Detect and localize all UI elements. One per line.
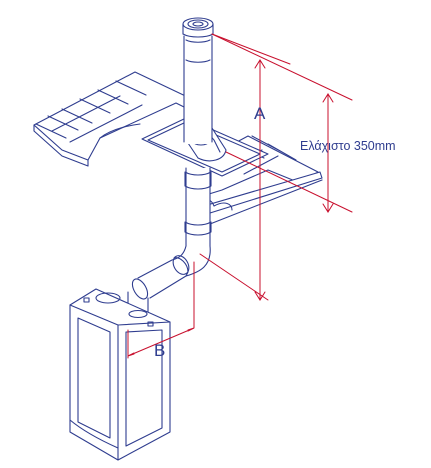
- dimension-b-label: B: [154, 341, 166, 360]
- lower-vertical-pipe: [184, 167, 212, 247]
- elbow-connection-pipe: [127, 245, 211, 320]
- boiler-unit: [69, 288, 171, 461]
- minimum-clearance-label: Ελάχιστο 350mm: [300, 139, 396, 153]
- dimension-a-line: [199, 33, 291, 301]
- roof-tiles-upper: [33, 71, 197, 167]
- dimension-lines: [127, 33, 353, 359]
- dimension-b-line: [127, 261, 195, 359]
- minimum-clearance-line: [211, 33, 353, 213]
- dimension-a-label: A: [254, 104, 266, 123]
- vertical-flue-pipe: [182, 17, 214, 144]
